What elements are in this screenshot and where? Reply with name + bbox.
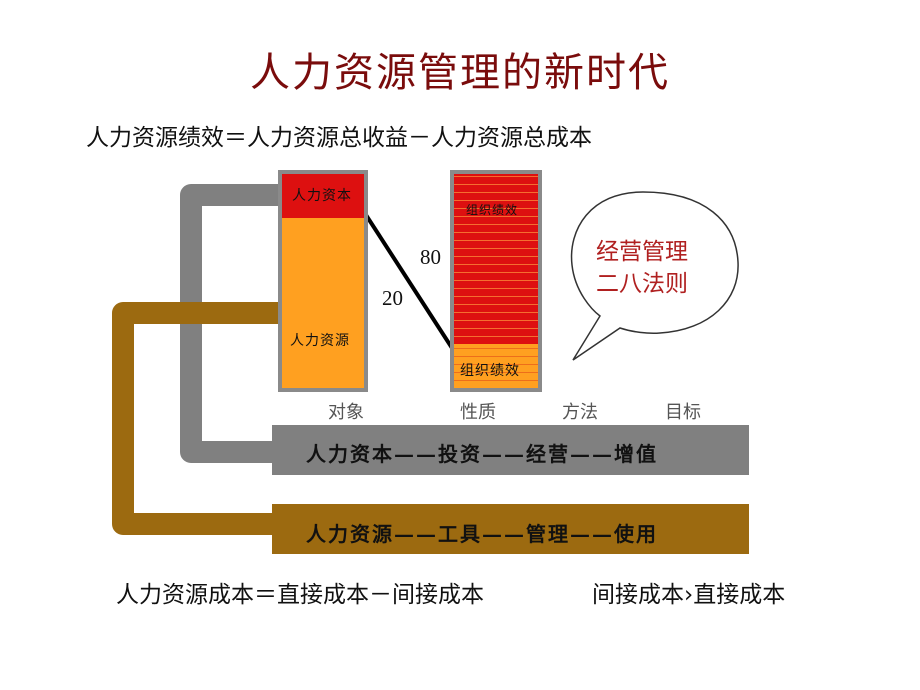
bar-left-top-segment — [282, 174, 364, 218]
band-gray — [272, 425, 749, 475]
band-brown-text: 人力资源——工具——管理——使用 — [306, 522, 658, 546]
bar-right-bottom-label: 组织绩效 — [460, 363, 520, 379]
formula-bottom-left: 人力资源成本＝直接成本－间接成本 — [116, 582, 484, 608]
bar-right-top-label: 组织绩效 — [466, 203, 519, 217]
column-label-object: 对象 — [328, 402, 364, 423]
bar-right-pattern — [454, 174, 538, 344]
bar-left-top-label: 人力资本 — [292, 188, 352, 204]
band-brown — [272, 504, 749, 554]
page-title: 人力资源管理的新时代 — [250, 50, 670, 96]
bubble-line-2: 二八法则 — [596, 271, 688, 297]
bar-right-bottom-segment — [454, 344, 538, 388]
bar-left — [278, 170, 368, 392]
bar-left-bottom-label: 人力资源 — [290, 333, 350, 349]
bubble-line-1: 经营管理 — [596, 239, 688, 265]
formula-top: 人力资源绩效＝人力资源总收益－人力资源总成本 — [86, 125, 592, 151]
ratio-20: 20 — [382, 286, 403, 310]
column-label-method: 方法 — [562, 402, 598, 423]
band-gray-text: 人力资本——投资——经营——增值 — [306, 442, 658, 466]
bubble-text: 经营管理 二八法则 — [596, 236, 688, 300]
brown-connector — [112, 302, 278, 535]
ratio-80: 80 — [420, 245, 441, 269]
formula-bottom-right: 间接成本›直接成本 — [592, 582, 786, 608]
column-label-nature: 性质 — [460, 402, 496, 423]
column-label-goal: 目标 — [665, 402, 701, 423]
bar-right — [450, 170, 542, 392]
ratio-line — [364, 213, 454, 350]
speech-bubble — [570, 191, 739, 361]
